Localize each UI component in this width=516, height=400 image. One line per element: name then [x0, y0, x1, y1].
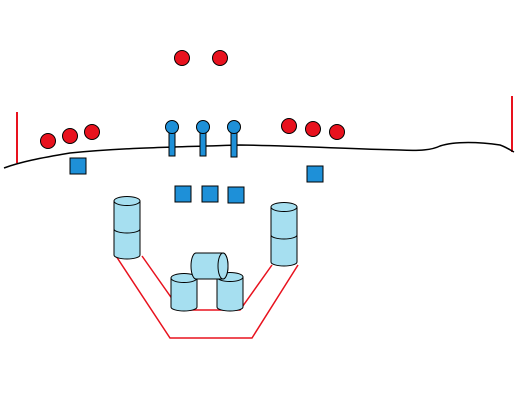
lollipop-marker[interactable] [196, 120, 210, 157]
red-ball[interactable] [174, 50, 190, 66]
red-ball[interactable] [329, 124, 345, 140]
lollipop-marker[interactable] [165, 120, 179, 157]
left-rope [115, 255, 299, 339]
blue-square[interactable] [174, 185, 192, 203]
red-lines [115, 255, 299, 339]
barrel[interactable] [270, 202, 298, 267]
red-ball[interactable] [84, 124, 100, 140]
lollipop-marker[interactable] [227, 120, 241, 158]
barrel[interactable] [170, 273, 198, 312]
red-ball[interactable] [40, 133, 56, 149]
blue-squares [69, 157, 324, 204]
ground-line [3, 141, 515, 169]
barrels [113, 196, 298, 312]
red-ball[interactable] [62, 128, 78, 144]
inner-rope [141, 255, 273, 311]
lollipop-markers [165, 120, 241, 158]
blue-square[interactable] [306, 165, 324, 183]
blue-square[interactable] [201, 185, 219, 203]
blue-square[interactable] [69, 157, 87, 175]
red-ball[interactable] [212, 50, 228, 66]
barrel[interactable] [113, 196, 141, 260]
red-ball[interactable] [305, 121, 321, 137]
barrel[interactable] [190, 252, 229, 280]
red-balls [40, 50, 345, 149]
red-ball[interactable] [281, 118, 297, 134]
blue-square[interactable] [227, 186, 245, 204]
